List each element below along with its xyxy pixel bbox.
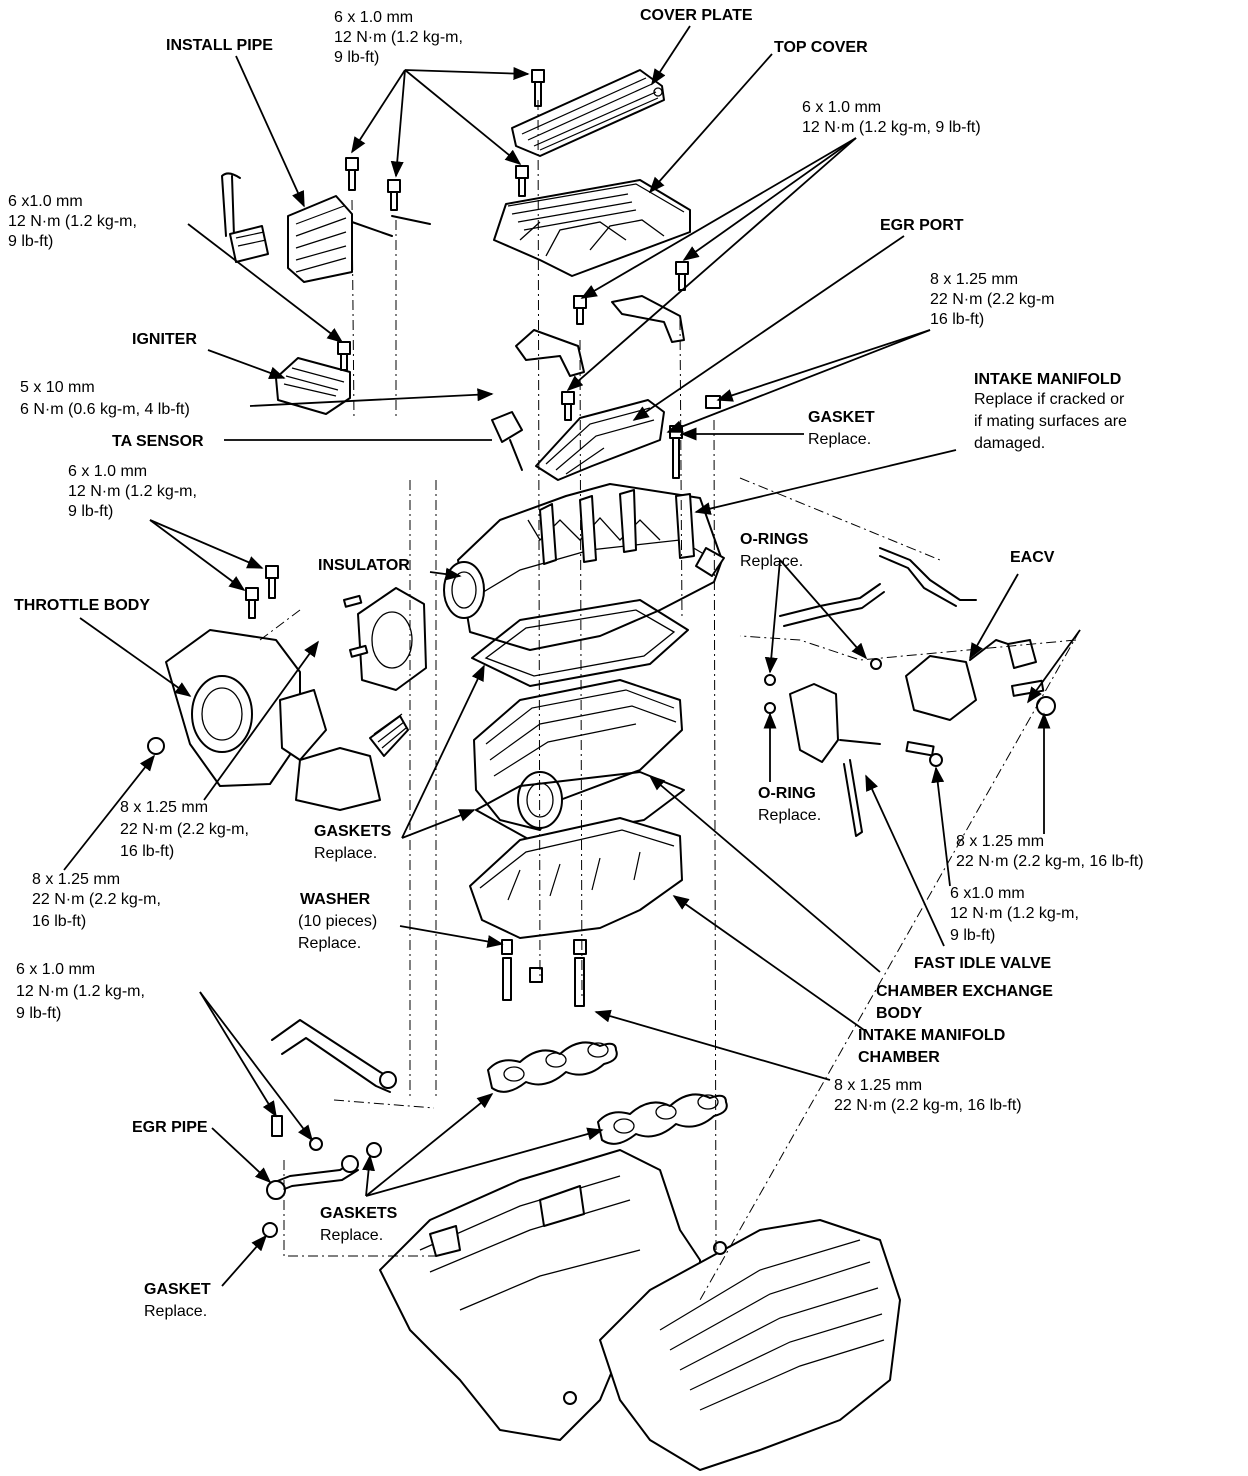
gaskets-low-note: Replace. [320, 1227, 383, 1244]
bolt-5x10-spec: 5 x 10 mm 6 N·m (0.6 kg-m, 4 lb-ft) [20, 379, 190, 418]
engine-block-part [379, 1149, 901, 1471]
chamber-bolts-part [501, 939, 587, 1007]
bolt-8x125-eacv-spec: 8 x 1.25 mm 22 N·m (2.2 kg-m, 16 lb-ft) [956, 833, 1144, 870]
parts-artwork [147, 69, 1081, 1471]
gasket-mid-part [471, 599, 689, 687]
insulator-part [357, 587, 427, 691]
top-cover-label: TOP COVER [774, 39, 868, 56]
igniter-part [275, 357, 351, 415]
lower-gaskets-part [487, 1041, 728, 1145]
bolt-left-spec: 6 x1.0 mm 12 N·m (1.2 kg-m, 9 lb-ft) [8, 193, 141, 250]
top-cover-part [493, 179, 691, 277]
egr-pipe-label: EGR PIPE [132, 1119, 208, 1136]
bolt-8x125-mid-spec: 8 x 1.25 mm 22 N·m (2.2 kg-m, 16 lb-ft) [120, 799, 253, 860]
fast-idle-valve-label: FAST IDLE VALVE [914, 955, 1052, 972]
egr-pipe-part [262, 1115, 382, 1238]
bolt-top-spec: 6 x 1.0 mm 12 N·m (1.2 kg-m, 9 lb-ft) [334, 9, 467, 66]
cover-plate-label: COVER PLATE [640, 7, 753, 24]
bolt-8x125-left-spec: 8 x 1.25 mm 22 N·m (2.2 kg-m, 16 lb-ft) [32, 871, 165, 930]
bolt-egr-spec: 6 x 1.0 mm 12 N·m (1.2 kg-m, 9 lb-ft) [16, 961, 149, 1022]
insulator-label: INSULATOR [318, 557, 410, 574]
o-rings-note: Replace. [740, 553, 803, 570]
gaskets-mid-note: Replace. [314, 845, 377, 862]
eacv-part [779, 547, 1056, 721]
gasket-low-note: Replace. [144, 1303, 207, 1320]
o-rings-label: O-RINGS [740, 531, 809, 548]
chamber-exchange-body-part [473, 679, 683, 831]
intake-manifold-chamber-label: INTAKE MANIFOLD CHAMBER [858, 1027, 1010, 1066]
throttle-body-part [165, 629, 409, 811]
egr-crossover-pipe-part [271, 1019, 397, 1093]
intake-manifold-note: Replace if cracked or if mating surfaces… [974, 391, 1131, 452]
gaskets-low-label: GASKETS [320, 1205, 398, 1222]
eacv-label: EACV [1010, 549, 1055, 566]
bolt-8x125-chamber-spec: 8 x 1.25 mm 22 N·m (2.2 kg-m, 16 lb-ft) [834, 1077, 1022, 1114]
o-ring-label: O-RING [758, 785, 816, 802]
o-ring-note: Replace. [758, 807, 821, 824]
intake-manifold-chamber-part [469, 817, 683, 939]
fast-idle-valve-part [764, 658, 943, 837]
intake-manifold-label: INTAKE MANIFOLD [974, 371, 1121, 388]
washer-note: (10 pieces) Replace. [298, 913, 382, 952]
install-pipe-part [221, 172, 431, 283]
brackets-part [515, 295, 685, 377]
igniter-label: IGNITER [132, 331, 197, 348]
bolt-8x125-right-spec: 8 x 1.25 mm 22 N·m (2.2 kg-m 16 lb-ft) [930, 271, 1059, 328]
install-pipe-label: INSTALL PIPE [166, 37, 273, 54]
alignment-lines [259, 99, 1081, 1301]
gasket-mid-note: Replace. [808, 431, 871, 448]
cover-plate-part [511, 69, 665, 157]
bolt-throttle-spec: 6 x 1.0 mm 12 N·m (1.2 kg-m, 9 lb-ft) [68, 463, 201, 520]
ta-sensor-part [491, 411, 523, 471]
chamber-exchange-body-label: CHAMBER EXCHANGE BODY [876, 983, 1057, 1022]
bolt-fast-idle-spec: 6 x1.0 mm 12 N·m (1.2 kg-m, 9 lb-ft) [950, 885, 1083, 944]
egr-port-label: EGR PORT [880, 217, 964, 234]
ta-sensor-label: TA SENSOR [112, 433, 204, 450]
washer-label: WASHER [300, 891, 371, 908]
throttle-body-label: THROTTLE BODY [14, 597, 150, 614]
gasket-mid-label: GASKET [808, 409, 875, 426]
bolt-top-right-spec: 6 x 1.0 mm 12 N·m (1.2 kg-m, 9 lb-ft) [802, 99, 981, 136]
callout-labels: 6 x 1.0 mm 12 N·m (1.2 kg-m, 9 lb-ft) CO… [8, 7, 1144, 1320]
intake-manifold-part [443, 399, 725, 651]
leader-lines [63, 25, 1081, 1287]
gasket-low-label: GASKET [144, 1281, 211, 1298]
gaskets-mid-label: GASKETS [314, 823, 392, 840]
